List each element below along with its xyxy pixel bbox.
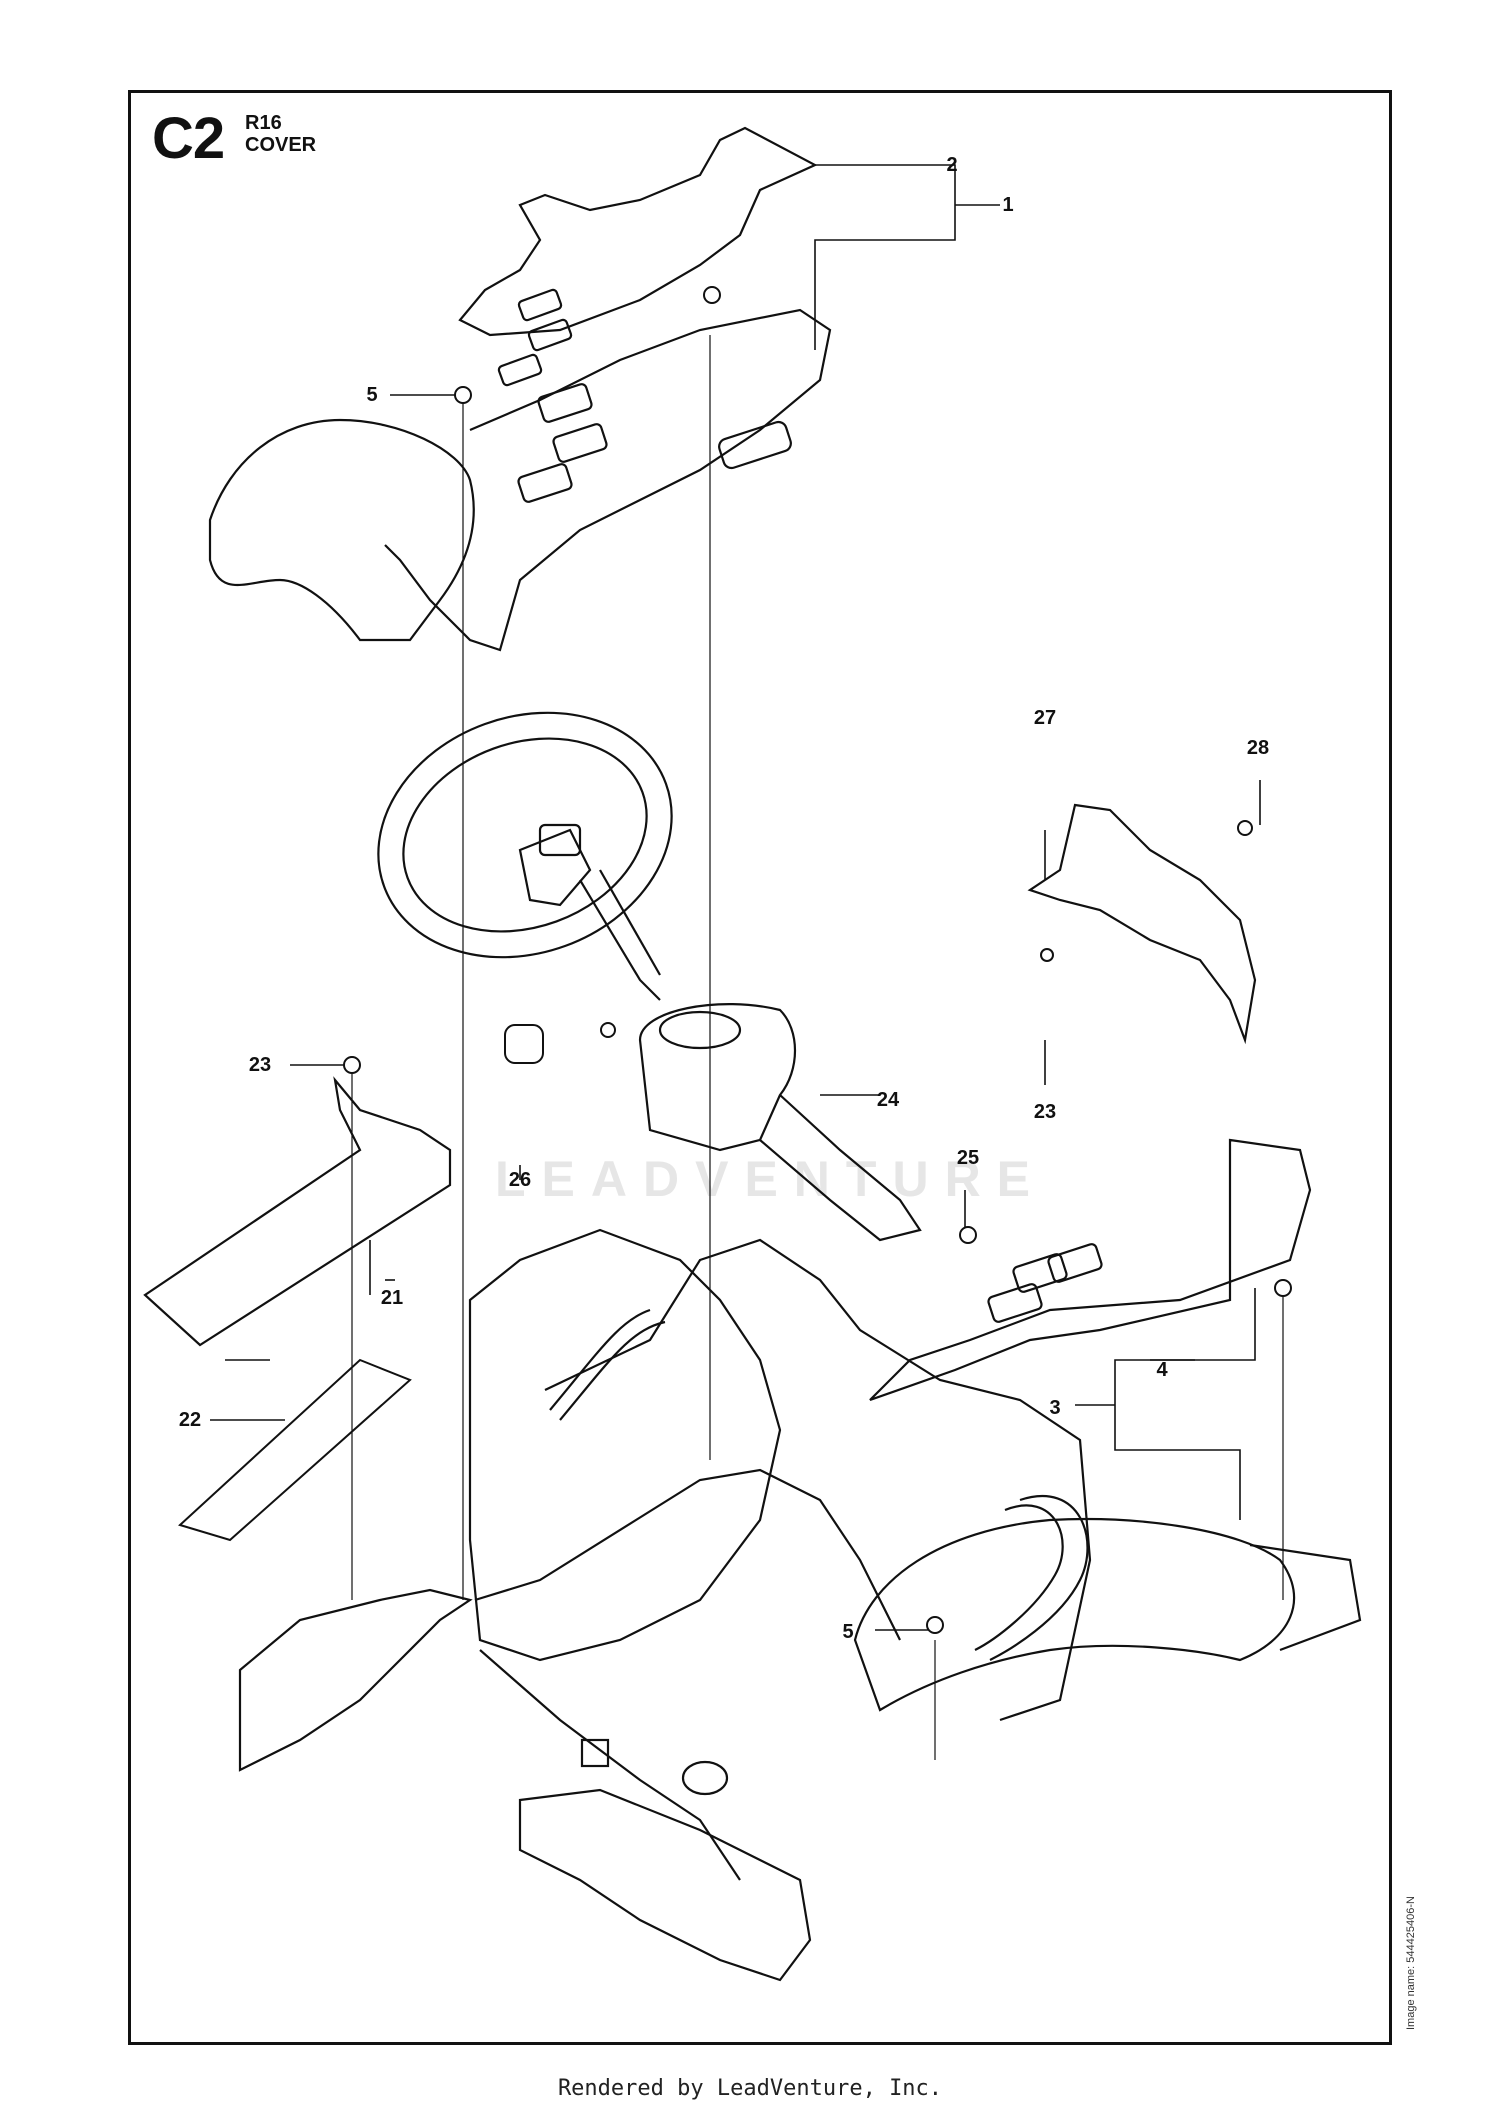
callout-28: 28 <box>1246 737 1270 759</box>
hood-cover-part <box>208 126 832 652</box>
section-title: COVER <box>245 134 317 156</box>
callout-5-top: 5 <box>366 384 378 406</box>
callout-3: 3 <box>1049 1397 1061 1419</box>
footer-credit: Rendered by LeadVenture, Inc. <box>557 2076 943 2101</box>
callout-24: 24 <box>876 1089 900 1111</box>
image-name-label: Image name: 544425406-N <box>1405 1896 1417 2030</box>
callout-23-right: 23 <box>1033 1101 1057 1123</box>
callout-1: 1 <box>1002 194 1014 216</box>
steering-wheel-part <box>377 711 673 1001</box>
section-code: C2 <box>152 106 225 171</box>
callout-27: 27 <box>1033 707 1057 729</box>
model-label: R16 <box>245 112 282 134</box>
strip-part <box>178 1358 412 1542</box>
reference-lines <box>351 335 1284 1760</box>
callout-23-left: 23 <box>248 1054 272 1076</box>
callout-21: 21 <box>380 1287 404 1309</box>
chassis-frame-part <box>238 1228 1092 1982</box>
callout-25: 25 <box>956 1147 980 1169</box>
watermark-text: LEADVENTURE <box>495 1151 1047 1207</box>
diagram-frame <box>128 90 1392 2045</box>
left-panel-part <box>143 1076 452 1347</box>
callout-4: 4 <box>1156 1359 1168 1381</box>
rear-cover-part <box>853 1138 1362 1712</box>
side-cover-part <box>1027 803 1257 1045</box>
fasteners <box>343 286 1292 1634</box>
callout-22: 22 <box>178 1409 202 1431</box>
knob-part <box>504 1024 544 1064</box>
callout-2: 2 <box>946 154 958 176</box>
callout-26: 26 <box>508 1169 532 1191</box>
leader-lines <box>210 164 1261 1631</box>
callout-5-bottom: 5 <box>842 1621 854 1643</box>
column-cover-part <box>638 1003 922 1242</box>
